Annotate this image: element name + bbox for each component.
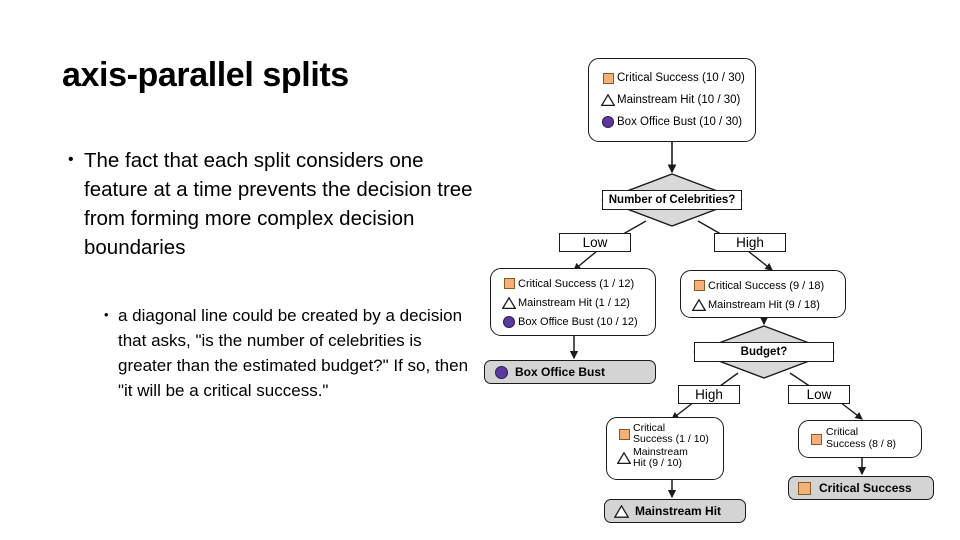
legend-label-line1: Mainstream	[633, 445, 688, 458]
edge-label-low[interactable]: Low	[559, 233, 631, 252]
legend-row: Critical Success (1 / 12)	[500, 274, 646, 293]
legend-label-line1: Critical	[633, 422, 666, 434]
tree-leaf-box-office-bust[interactable]: Box Office Bust	[484, 360, 656, 384]
page-title: axis-parallel splits	[62, 56, 349, 94]
orange-square-icon	[500, 278, 518, 289]
tree-node-budget-high[interactable]: Critical Success (1 / 10) Mainstream Hit…	[606, 417, 724, 480]
decision-tree-diagram: Critical Success (10 / 30) Mainstream Hi…	[476, 48, 960, 523]
edge-label-budget-high[interactable]: High	[678, 385, 740, 404]
legend-label: Mainstream Hit (1 / 12)	[518, 296, 630, 309]
leaf-label: Mainstream Hit	[635, 504, 722, 518]
orange-square-icon	[807, 433, 826, 445]
leaf-label: Box Office Bust	[515, 365, 606, 379]
split-question-number-of-celebrities[interactable]: Number of Celebrities?	[602, 190, 742, 210]
legend-label-line1: Critical	[826, 426, 859, 439]
purple-circle-icon	[500, 315, 518, 328]
purple-circle-icon	[599, 116, 617, 128]
orange-square-icon	[599, 72, 617, 84]
legend-row: Mainstream Hit (10 / 30)	[599, 89, 745, 111]
legend-row: Critical Success (8 / 8)	[807, 427, 896, 450]
legend-row: Mainstream Hit (9 / 10)	[615, 445, 715, 470]
white-triangle-icon	[599, 94, 617, 106]
white-triangle-icon	[690, 298, 708, 311]
leaf-label: Critical Success	[819, 481, 912, 495]
edge-label-high[interactable]: High	[714, 233, 786, 252]
tree-leaf-mainstream-hit[interactable]: Mainstream Hit	[604, 499, 746, 523]
bullet-level1-text: The fact that each split considers one f…	[84, 149, 473, 260]
tree-node-root[interactable]: Critical Success (10 / 30) Mainstream Hi…	[588, 58, 756, 142]
sub-bullet-marker-icon: •	[104, 307, 109, 322]
tree-node-budget-low[interactable]: Critical Success (8 / 8)	[798, 420, 922, 458]
legend-row: Critical Success (1 / 10)	[615, 422, 715, 446]
legend-label: Box Office Bust (10 / 30)	[617, 116, 743, 128]
purple-circle-icon	[495, 365, 515, 379]
orange-square-icon	[690, 280, 708, 291]
legend-label: Critical Success (10 / 30)	[617, 72, 745, 84]
legend-row: Box Office Bust (10 / 12)	[500, 312, 646, 331]
bullet-marker-icon: •	[68, 151, 74, 168]
legend-row: Critical Success (9 / 18)	[690, 276, 836, 295]
orange-square-icon	[615, 428, 633, 440]
legend-row: Box Office Bust (10 / 30)	[599, 111, 745, 133]
legend-row: Mainstream Hit (1 / 12)	[500, 293, 646, 312]
legend-label-line2: Success (8 / 8)	[826, 438, 897, 450]
split-question-budget[interactable]: Budget?	[694, 342, 834, 362]
orange-square-icon	[798, 481, 819, 495]
white-triangle-icon	[614, 504, 635, 518]
bullet-level2-text: a diagonal line could be created by a de…	[118, 306, 469, 401]
edge-label-budget-low[interactable]: Low	[788, 385, 850, 404]
white-triangle-icon	[500, 296, 518, 309]
tree-leaf-critical-success[interactable]: Critical Success	[788, 476, 934, 500]
legend-label: Critical Success (9 / 18)	[708, 279, 825, 292]
bullet-level1: • The fact that each split considers one…	[68, 146, 478, 262]
legend-label-line2: Success (1 / 10)	[633, 433, 709, 446]
tree-node-high-celebrities[interactable]: Critical Success (9 / 18) Mainstream Hit…	[680, 270, 846, 318]
legend-row: Mainstream Hit (9 / 18)	[690, 295, 836, 314]
tree-node-low-celebrities[interactable]: Critical Success (1 / 12) Mainstream Hit…	[490, 268, 656, 336]
slide-text-column: axis-parallel splits • The fact that eac…	[62, 56, 479, 404]
legend-label: Mainstream Hit (9 / 18)	[708, 298, 820, 311]
bullet-level2: • a diagonal line could be created by a …	[104, 303, 479, 404]
legend-label: Mainstream Hit (10 / 30)	[617, 94, 741, 106]
legend-label: Box Office Bust (10 / 12)	[518, 315, 638, 328]
legend-row: Critical Success (10 / 30)	[599, 67, 745, 89]
white-triangle-icon	[615, 451, 633, 464]
legend-label: Critical Success (1 / 12)	[518, 277, 635, 290]
legend-label-line2: Hit (9 / 10)	[633, 456, 683, 469]
